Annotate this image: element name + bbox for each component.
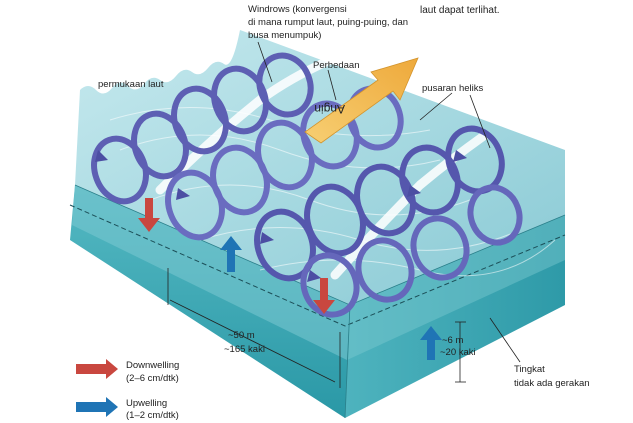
windrows: [155, 55, 490, 280]
wind-arrow: [304, 57, 419, 144]
helix-arrowhead: [260, 232, 274, 244]
legend-downwelling-label: Downwelling: [126, 360, 180, 371]
upwelling-arrow-left: [220, 236, 242, 272]
dimension-lines: [167, 268, 466, 388]
helix-loop: [300, 252, 360, 318]
helix-loop: [355, 237, 415, 303]
windrows-label-line2: di mana rumput laut, puing-puing, dan: [248, 17, 409, 28]
spacing-dimension-line: [169, 299, 336, 383]
leader-lines: [257, 41, 521, 363]
depth-feet-label: ~20 kaki: [440, 347, 476, 358]
wind-arrow-shape: [304, 57, 419, 144]
legend-upwelling-label: Upwelling: [126, 398, 168, 409]
helix-arrowheads: [95, 150, 467, 282]
depth-meters-label: ~6 m: [442, 335, 464, 346]
wind-label: Angin: [314, 102, 345, 116]
legend-upwelling-speed: (1–2 cm/dtk): [126, 410, 179, 421]
windrows-label-line1: Windrows (konvergensi: [248, 4, 347, 15]
leader-helix-1: [419, 92, 453, 121]
windrow-streak-2: [330, 130, 490, 280]
difference-label: Perbedaan: [313, 60, 360, 71]
leader-windrows: [257, 41, 273, 83]
helix-row-left: [91, 52, 314, 205]
helical-vortices: [91, 52, 523, 318]
sea-surface-label: permukaan laut: [98, 79, 164, 90]
helix-loop: [467, 184, 523, 246]
helix-arrowhead: [95, 150, 108, 162]
no-motion-dashed-line: [69, 204, 566, 327]
top-right-text: laut dapat terlihat.: [420, 5, 500, 16]
legend-swatches: [76, 359, 118, 417]
no-motion-level-line2: tidak ada gerakan: [514, 378, 590, 389]
helix-label: pusaran heliks: [422, 83, 484, 94]
leader-difference: [327, 69, 337, 101]
windrow-streak-1: [155, 55, 335, 195]
helix-loop: [256, 52, 314, 118]
helix-arrowhead: [176, 188, 190, 200]
helix-arrowhead: [453, 150, 467, 162]
helix-arrowhead: [407, 185, 421, 197]
legend-downwelling-speed: (2–6 cm/dtk): [126, 373, 179, 384]
helix-loop: [399, 144, 461, 216]
block-corner-edge: [344, 304, 351, 419]
spacing-meters-label: ~50 m: [228, 330, 255, 341]
legend-downwelling-arrow: [76, 359, 118, 379]
downwelling-arrow-right: [313, 278, 335, 314]
downwelling-arrow-left: [138, 198, 160, 232]
vertical-flow-arrows: [138, 198, 442, 360]
helix-loop: [171, 85, 229, 155]
helix-row-front: [254, 125, 505, 282]
mixed-layer-side: [347, 215, 565, 360]
no-motion-level-line1: Tingkat: [514, 364, 545, 375]
leader-no-motion: [489, 317, 521, 363]
leader-helix-2: [469, 94, 491, 149]
windrows-label-line3: busa menumpuk): [248, 30, 322, 41]
spacing-feet-label: ~165 kaki: [224, 344, 265, 355]
legend-upwelling-arrow: [76, 397, 118, 417]
ocean-side-face: [345, 215, 565, 418]
ocean-block: [69, 30, 566, 419]
helix-arrowhead: [307, 270, 321, 282]
mixed-layer-front: [72, 185, 350, 360]
helix-row-middle: [165, 85, 404, 241]
upwelling-arrow-right: [420, 326, 442, 360]
helix-loop: [410, 215, 470, 281]
helix-row-near: [300, 184, 523, 318]
